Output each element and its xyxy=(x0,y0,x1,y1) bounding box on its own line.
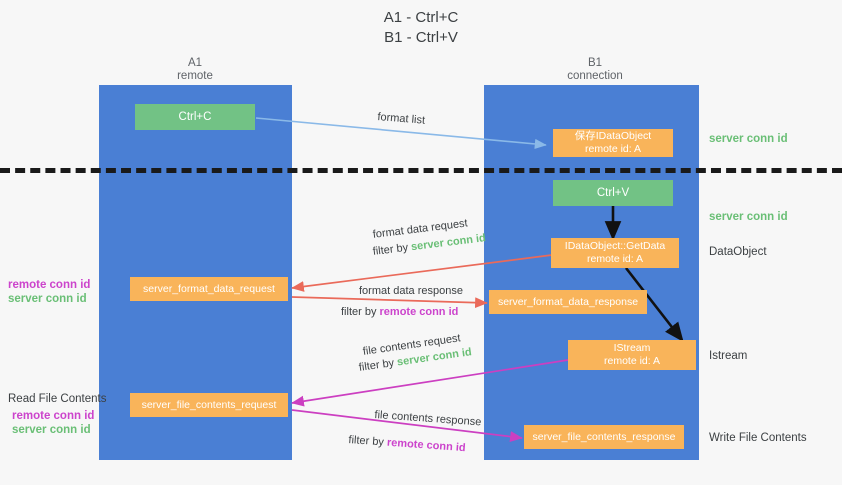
box-server-file-contents-request[interactable]: server_file_contents_request xyxy=(130,393,288,417)
box-ctrl-v[interactable]: Ctrl+V xyxy=(553,180,673,206)
label-read-file-contents: Read File Contents xyxy=(8,393,107,405)
filter-prefix-1: filter by xyxy=(372,241,412,258)
flow-label-format-data-response: format data response xyxy=(359,285,463,297)
label-server-conn-id-left-2: server conn id xyxy=(12,424,91,436)
lane-b1-sub: connection xyxy=(567,70,623,82)
box-ctrl-c[interactable]: Ctrl+C xyxy=(135,104,255,130)
lane-b1-name: B1 xyxy=(587,57,603,69)
box-ctrl-v-label: Ctrl+V xyxy=(596,186,630,199)
lane-a1-sub: remote xyxy=(177,70,213,82)
diagram-title: A1 - Ctrl+C B1 - Ctrl+V xyxy=(0,8,842,48)
box-save-idataobject[interactable]: 保存IDataObject remote id: A xyxy=(553,129,673,157)
box-istream-line1: IStream xyxy=(613,342,651,354)
filter-prefix-2: filter by xyxy=(341,306,380,318)
filter-value-2: remote conn id xyxy=(379,306,459,318)
label-server-conn-id-left-1: server conn id xyxy=(8,293,87,305)
box-istream[interactable]: IStream remote id: A xyxy=(568,340,696,370)
box-istream-line2: remote id: A xyxy=(603,355,661,367)
box-ctrl-c-label: Ctrl+C xyxy=(178,110,212,123)
box-server-file-contents-response[interactable]: server_file_contents_response xyxy=(524,425,684,449)
box-server-format-data-request[interactable]: server_format_data_request xyxy=(130,277,288,301)
arrow-format-list xyxy=(255,117,547,150)
filter-prefix-4: filter by xyxy=(348,433,388,449)
box-server-format-data-response[interactable]: server_format_data_response xyxy=(489,290,647,314)
box-server-file-contents-request-label: server_file_contents_request xyxy=(141,398,277,411)
box-save-idataobject-line2: remote id: A xyxy=(584,143,642,155)
lane-a1-name: A1 xyxy=(187,57,203,69)
label-write-file-contents: Write File Contents xyxy=(709,432,807,444)
box-getdata-line1: IDataObject::GetData xyxy=(564,240,666,252)
label-dataobject: DataObject xyxy=(709,246,767,258)
box-server-format-data-request-label: server_format_data_request xyxy=(143,282,275,295)
lane-header-b1: B1 connection xyxy=(520,57,670,83)
label-remote-conn-id-1: remote conn id xyxy=(8,279,91,291)
phase-divider xyxy=(0,168,842,173)
filter-prefix-3: filter by xyxy=(358,356,398,374)
arrow-format-data-request xyxy=(291,254,553,292)
label-server-conn-id-second: server conn id xyxy=(709,211,788,223)
arrow-getdata-to-istream xyxy=(624,267,684,343)
box-server-format-data-response-label: server_format_data_response xyxy=(497,295,639,308)
label-server-conn-id-top: server conn id xyxy=(709,133,788,145)
arrow-file-contents-request xyxy=(291,359,569,407)
box-idataobject-getdata[interactable]: IDataObject::GetData remote id: A xyxy=(551,238,679,268)
box-getdata-line2: remote id: A xyxy=(586,253,644,265)
label-istream: Istream xyxy=(709,350,748,362)
box-save-idataobject-line1: 保存IDataObject xyxy=(574,130,652,142)
label-remote-conn-id-2: remote conn id xyxy=(12,410,95,422)
flow-label-format-data-response-filter: filter by remote conn id xyxy=(341,305,458,320)
title-line-2: B1 - Ctrl+V xyxy=(384,29,458,46)
lane-header-a1: A1 remote xyxy=(120,57,270,83)
arrow-format-data-response xyxy=(291,296,488,309)
box-server-file-contents-response-label: server_file_contents_response xyxy=(532,430,676,443)
title-line-1: A1 - Ctrl+C xyxy=(383,9,459,26)
arrow-file-contents-response xyxy=(291,409,523,442)
